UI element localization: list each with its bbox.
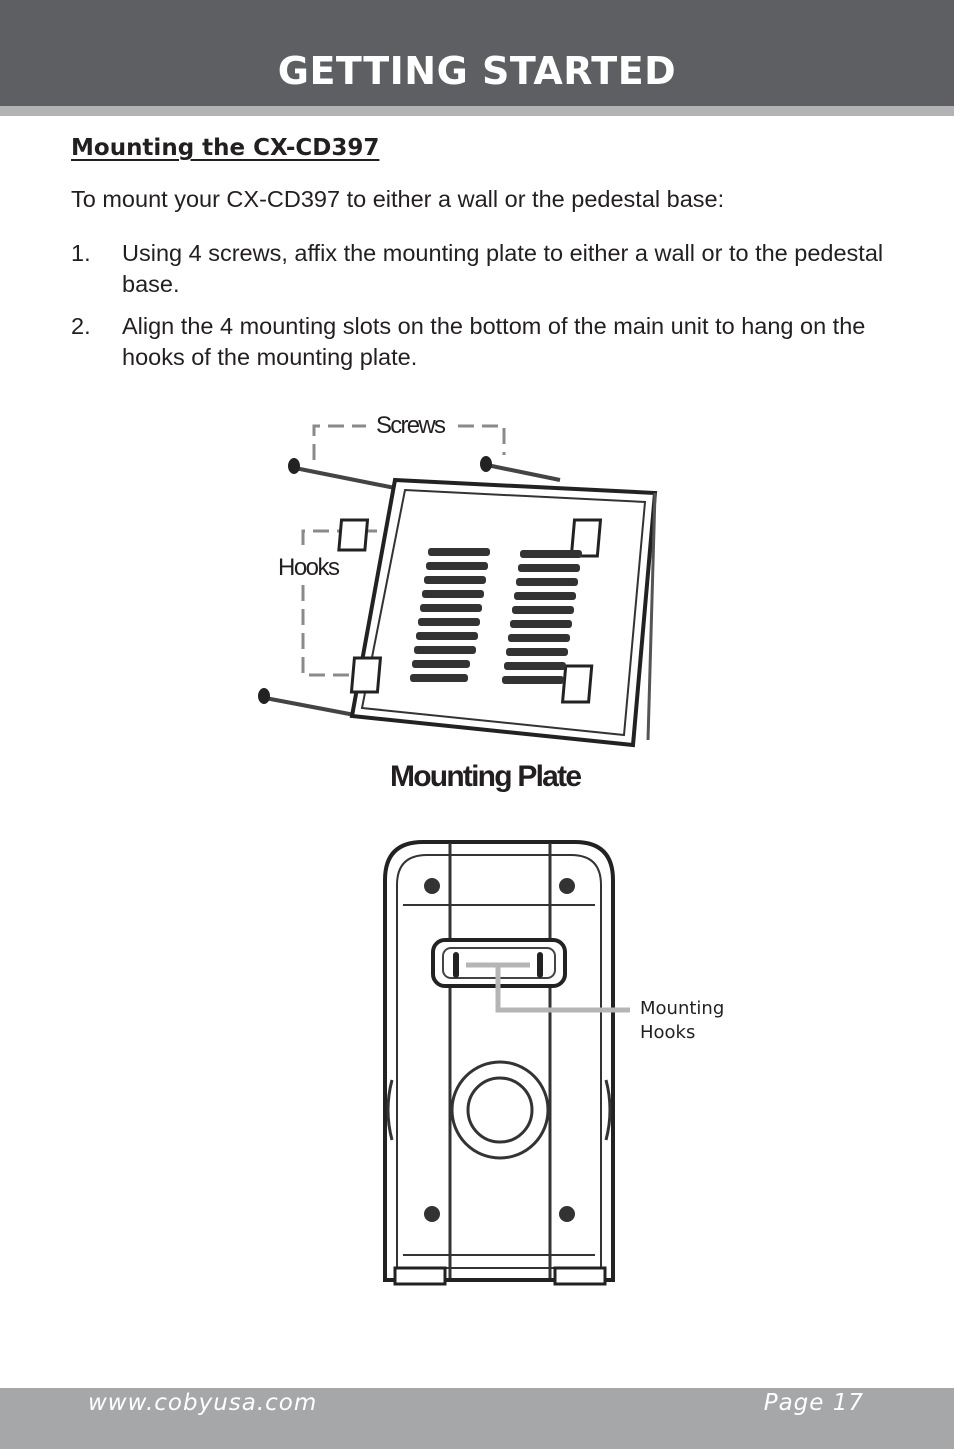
hook-icon <box>569 518 603 558</box>
header-bar <box>0 0 954 106</box>
footer-website: www.cobyusa.com <box>88 1390 318 1416</box>
hook-icon <box>560 664 594 704</box>
section-title: Mounting the CX-CD397 <box>71 135 380 161</box>
screw-hole-icon <box>424 1206 440 1222</box>
mounting-hooks-label-line2: Hooks <box>640 1022 695 1043</box>
screw-icon <box>258 688 361 718</box>
mounting-hooks-callout <box>466 962 630 1013</box>
screw-hole-icon <box>559 878 575 894</box>
mounting-hooks-label-line1: Mounting <box>640 998 724 1019</box>
hook-icon <box>453 952 543 978</box>
page-title: GETTING STARTED <box>277 49 677 93</box>
step-number: 2. <box>71 313 91 339</box>
footer-bar <box>0 1388 954 1449</box>
header-rule <box>0 106 954 116</box>
hook-icon <box>337 518 370 552</box>
mounting-plate-drawing <box>337 477 658 748</box>
step-text: Using 4 screws, affix the mounting plate… <box>122 240 884 297</box>
page-number: Page 17 <box>763 1390 864 1416</box>
step-text: Align the 4 mounting slots on the bottom… <box>122 313 866 370</box>
screws-label: Screws <box>376 412 446 439</box>
screws-callout <box>312 424 506 460</box>
figure-caption: Mounting Plate <box>390 760 582 793</box>
main-unit-rear-drawing <box>383 840 615 1286</box>
screw-icon <box>288 458 396 490</box>
hooks-label: Hooks <box>278 554 340 581</box>
step-number: 1. <box>71 240 91 266</box>
screw-hole-icon <box>424 878 440 894</box>
screw-hole-icon <box>559 1206 575 1222</box>
screw-icon <box>480 456 561 482</box>
hook-icon <box>349 656 383 694</box>
intro-text: To mount your CX-CD397 to either a wall … <box>71 186 725 212</box>
